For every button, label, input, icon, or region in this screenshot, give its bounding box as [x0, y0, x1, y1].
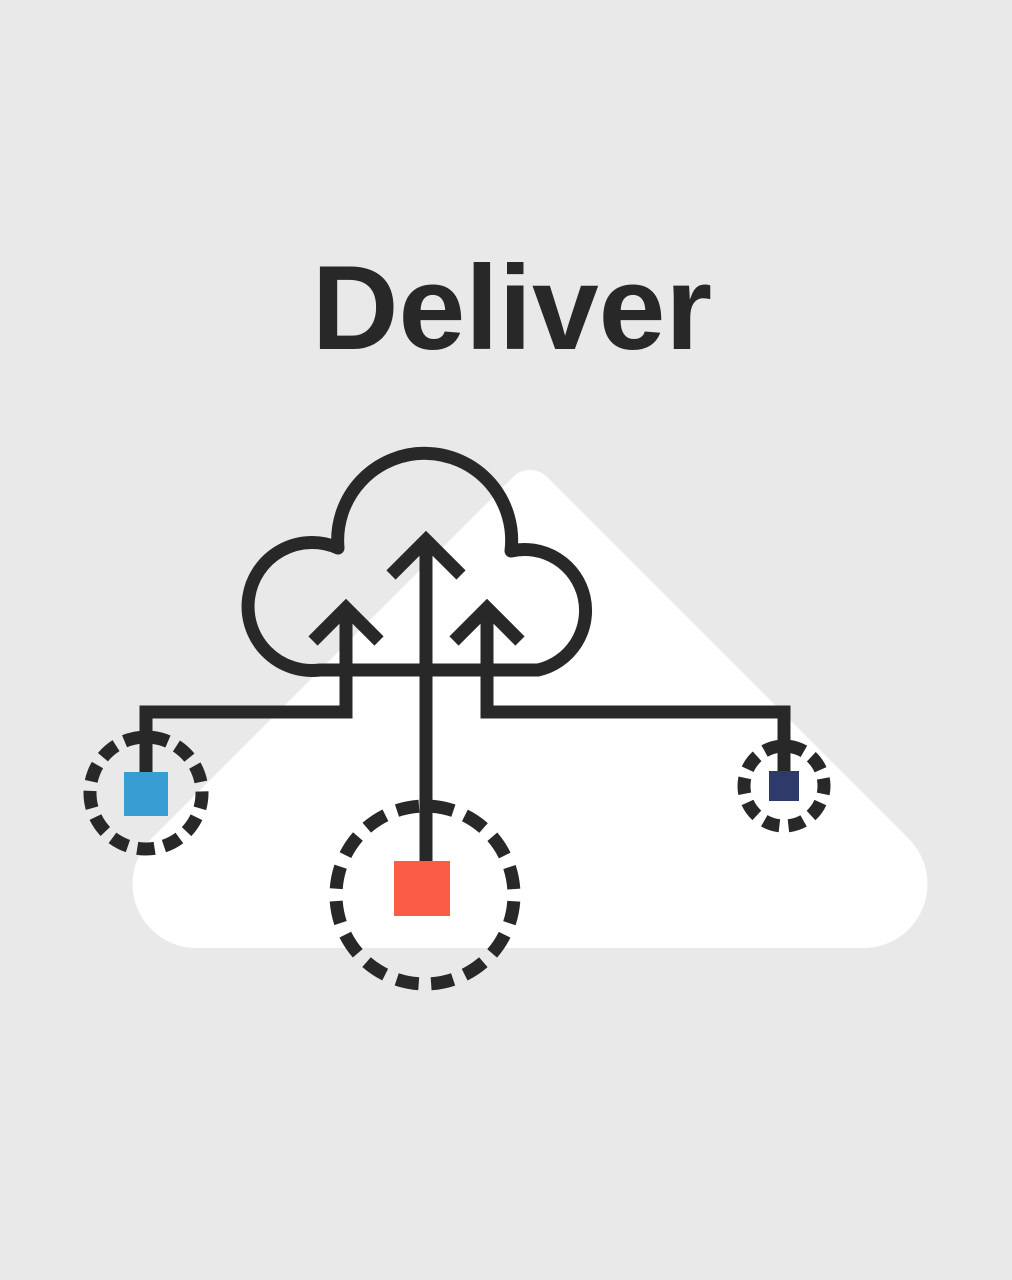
upload-arrows-icon	[139, 530, 791, 885]
node-square-orange	[394, 861, 450, 916]
upload-arrow-left	[308, 598, 384, 646]
connector-left	[139, 610, 353, 788]
cloud-icon	[241, 446, 593, 677]
upload-arrow-center	[386, 530, 466, 580]
upload-arrow-right	[449, 598, 525, 646]
connector-right	[480, 610, 791, 782]
endpoint-circle-left	[83, 730, 209, 856]
node-square-navy	[769, 771, 799, 801]
endpoint-circle-right	[737, 739, 831, 833]
node-square-blue	[124, 772, 168, 816]
page-title: Deliver	[312, 241, 712, 375]
